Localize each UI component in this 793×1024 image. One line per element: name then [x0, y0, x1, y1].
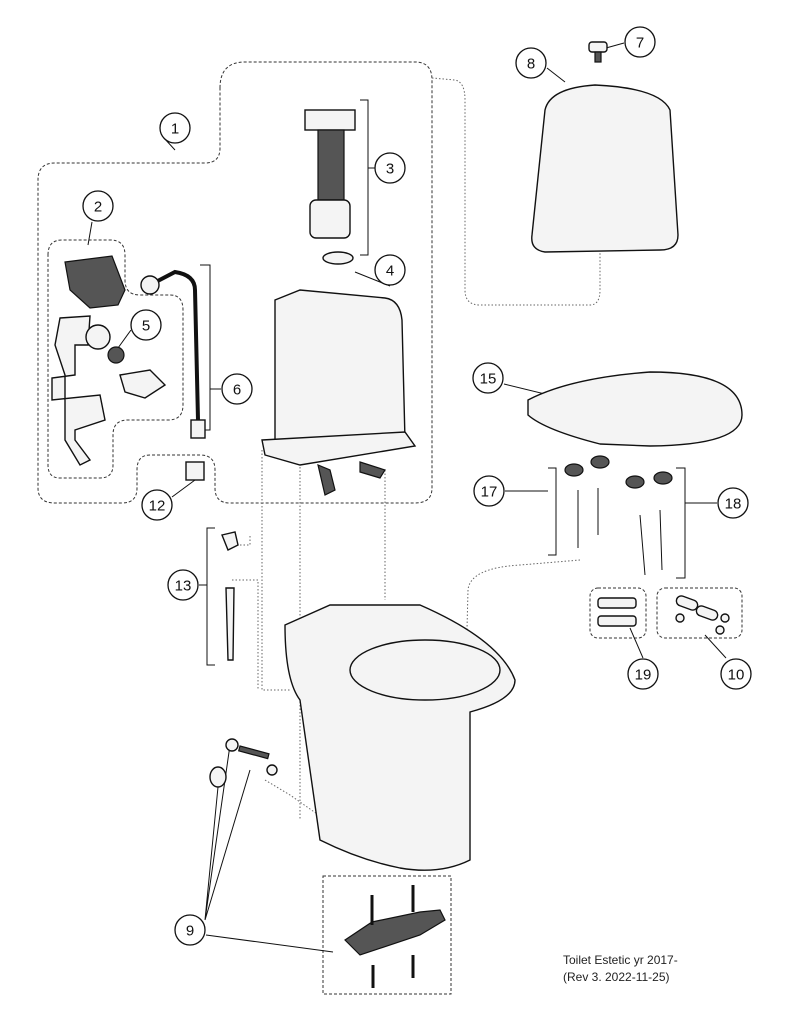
callout-13: 13	[167, 569, 199, 601]
callout-circle	[374, 254, 406, 286]
group-outline-19	[589, 587, 647, 639]
callout-7: 7	[624, 26, 656, 58]
callout-number: 4	[386, 263, 394, 280]
callout-number: 10	[728, 667, 745, 684]
toilet-seat-lid	[527, 371, 743, 447]
diagram-caption: Toilet Estetic yr 2017- (Rev 3. 2022-11-…	[563, 952, 678, 986]
fill-valve-outlet	[85, 324, 111, 350]
callout-number: 7	[636, 35, 644, 52]
callout-circle	[130, 309, 162, 341]
callout-circle	[82, 190, 114, 222]
callout-circle	[167, 569, 199, 601]
callout-circle	[374, 152, 406, 184]
bolt-19	[597, 597, 637, 609]
callout-number: 12	[149, 498, 166, 515]
callout-number: 6	[233, 382, 241, 399]
cistern-tank	[274, 289, 406, 451]
callout-circle	[141, 489, 173, 521]
supply-hose	[149, 269, 200, 421]
callout-18: 18	[717, 487, 749, 519]
flush-button-stem	[594, 51, 602, 63]
group-outline-10	[656, 587, 743, 639]
callout-circle	[473, 475, 505, 507]
float-cap	[64, 255, 126, 309]
callout-6: 6	[221, 373, 253, 405]
bowl-rim	[349, 639, 501, 701]
bracket-6	[200, 264, 221, 431]
flush-valve-base	[309, 199, 351, 239]
callout-4: 4	[374, 254, 406, 286]
bracket-13	[199, 527, 215, 666]
callout-number: 19	[635, 667, 652, 684]
bolt-19	[597, 615, 637, 627]
callout-2: 2	[82, 190, 114, 222]
callout-10: 10	[720, 658, 752, 690]
callout-number: 18	[725, 496, 742, 513]
rubber-pads-10	[675, 595, 730, 635]
callout-1: 1	[159, 112, 191, 144]
group-outline-2	[47, 239, 184, 479]
flush-button	[588, 41, 608, 53]
callout-circle	[472, 362, 504, 394]
floor-fixings-9	[209, 738, 446, 988]
callout-circle	[159, 112, 191, 144]
callout-circle	[515, 47, 547, 79]
group-outline-9-bracket	[322, 875, 452, 995]
fill-valve	[51, 315, 106, 466]
flush-valve-top	[304, 109, 356, 131]
tank-base-plate	[261, 431, 417, 466]
hose-end	[140, 275, 160, 295]
hose-fitting	[190, 419, 206, 439]
group-outline-1	[37, 61, 433, 504]
callout-circle	[627, 658, 659, 690]
callout-circle	[221, 373, 253, 405]
seat-hinges	[564, 455, 673, 576]
bracket-17	[505, 467, 557, 556]
callout-8: 8	[515, 47, 547, 79]
callout-number: 2	[94, 199, 102, 216]
assembly-line	[232, 535, 360, 831]
diagram-revision: (Rev 3. 2022-11-25)	[563, 970, 670, 984]
callout-circle	[720, 658, 752, 690]
bracket-3	[360, 99, 376, 256]
callout-circle	[717, 487, 749, 519]
callout-15: 15	[472, 362, 504, 394]
callout-number: 13	[175, 578, 192, 595]
callout-number: 17	[481, 484, 498, 501]
tank-outlet	[317, 461, 386, 496]
callout-circle	[174, 914, 206, 946]
callout-17: 17	[473, 475, 505, 507]
bracket-18	[676, 467, 717, 579]
flush-valve-body	[317, 129, 345, 201]
callout-3: 3	[374, 152, 406, 184]
gasket-4	[322, 251, 354, 265]
bolt-13	[221, 531, 239, 661]
float-arm	[119, 369, 167, 399]
callout-19: 19	[627, 658, 659, 690]
seal-5	[107, 346, 125, 364]
callout-number: 5	[142, 318, 150, 335]
callout-9: 9	[174, 914, 206, 946]
callout-number: 9	[186, 923, 194, 940]
callout-number: 3	[386, 161, 394, 178]
callout-number: 15	[480, 371, 497, 388]
tank-lid	[531, 84, 679, 253]
callout-12: 12	[141, 489, 173, 521]
valve-connector-12	[185, 461, 205, 481]
callout-circle	[624, 26, 656, 58]
callout-5: 5	[130, 309, 162, 341]
diagram-title: Toilet Estetic yr 2017-	[563, 953, 678, 967]
callout-number: 1	[171, 121, 179, 138]
assembly-line	[431, 77, 601, 306]
callout-number: 8	[527, 56, 535, 73]
